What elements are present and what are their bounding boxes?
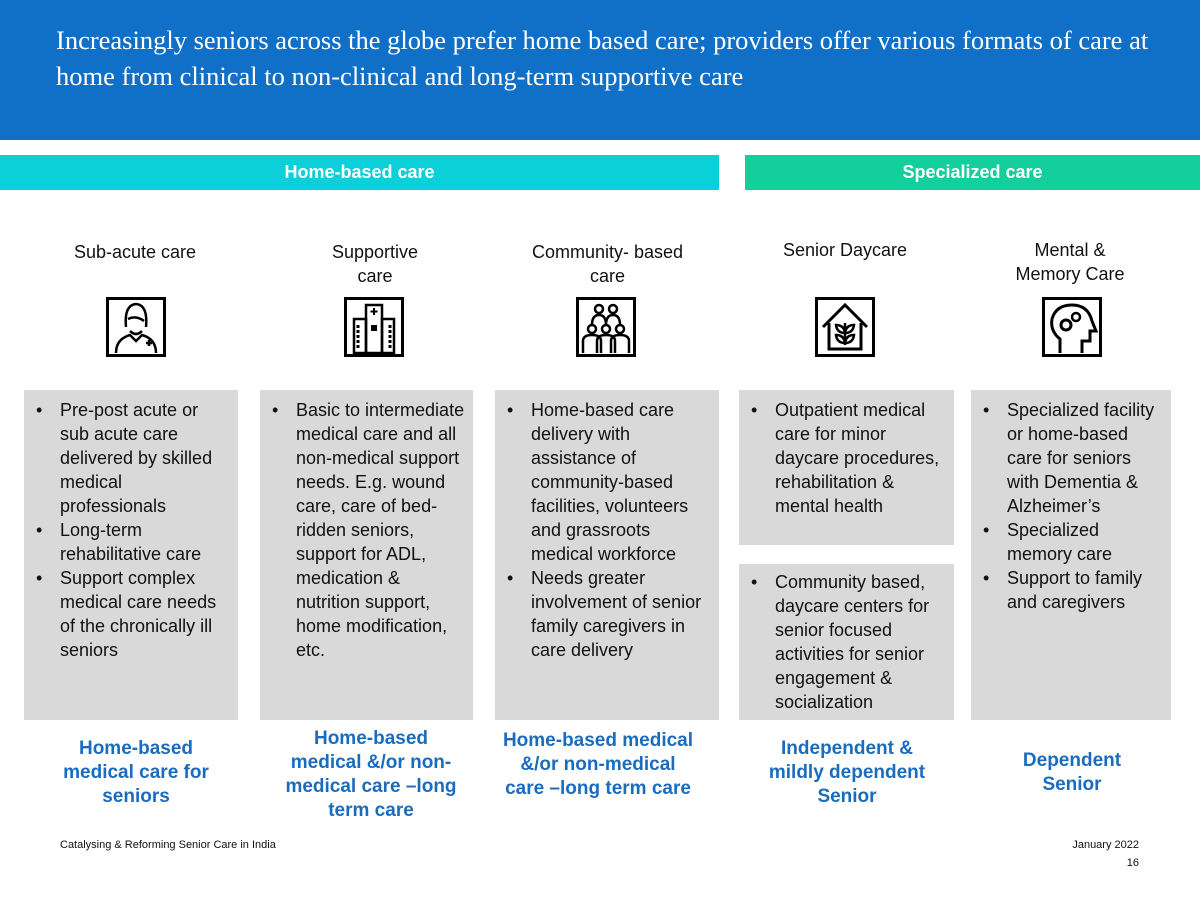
column-header: Senior Daycare xyxy=(782,240,908,260)
community-icon xyxy=(576,297,636,357)
hospital-icon xyxy=(344,297,404,357)
bullet-item: Basic to intermediate medical care and a… xyxy=(270,398,467,662)
column-header: Sub-acute care xyxy=(73,242,197,262)
description-box: Pre-post acute or sub acute care deliver… xyxy=(24,390,238,720)
footer-source: Catalysing & Reforming Senior Care in In… xyxy=(60,839,276,851)
description-box: Community based, daycare centers for sen… xyxy=(739,564,954,720)
column-header: Mental & Memory Care xyxy=(1015,240,1125,284)
column-header: Community- based care xyxy=(531,242,684,286)
bullet-item: Pre-post acute or sub acute care deliver… xyxy=(34,398,232,518)
brain-head-icon xyxy=(1042,297,1102,357)
segment-label: Independent & mildly dependent Senior xyxy=(768,738,926,807)
segment-label: Home-based medical &/or non-medical care… xyxy=(285,728,457,821)
slide-title: Increasingly seniors across the globe pr… xyxy=(56,25,1149,91)
bullet-item: Support to family and caregivers xyxy=(981,566,1165,614)
bullet-item: Needs greater involvement of senior fami… xyxy=(505,566,713,662)
segment-label: Home-based medical care for seniors xyxy=(63,738,209,807)
description-box: Home-based care delivery with assistance… xyxy=(495,390,719,720)
segment-label: Home-based medical &/or non-medical care… xyxy=(502,730,694,799)
bullet-item: Long-term rehabilitative care xyxy=(34,518,232,566)
description-box: Outpatient medical care for minor daycar… xyxy=(739,390,954,545)
bullet-item: Support complex medical care needs of th… xyxy=(34,566,232,662)
bullet-item: Specialized facility or home-based care … xyxy=(981,398,1165,518)
page-number: 16 xyxy=(1126,857,1139,869)
description-box: Basic to intermediate medical care and a… xyxy=(260,390,473,720)
header-banner xyxy=(0,0,1200,140)
bullet-item: Outpatient medical care for minor daycar… xyxy=(749,398,948,518)
bullet-item: Community based, daycare centers for sen… xyxy=(749,570,948,714)
footer-date: January 2022 xyxy=(1072,839,1139,851)
bullet-item: Specialized memory care xyxy=(981,518,1165,566)
house-plant-icon xyxy=(815,297,875,357)
bullet-item: Home-based care delivery with assistance… xyxy=(505,398,713,566)
specialized-care-bar: Specialized care xyxy=(745,155,1200,190)
column-header: Supportive care xyxy=(331,242,419,286)
home-based-care-bar: Home-based care xyxy=(0,155,719,190)
segment-label: Dependent Senior xyxy=(1022,750,1122,795)
description-box: Specialized facility or home-based care … xyxy=(971,390,1171,720)
doctor-icon xyxy=(106,297,166,357)
